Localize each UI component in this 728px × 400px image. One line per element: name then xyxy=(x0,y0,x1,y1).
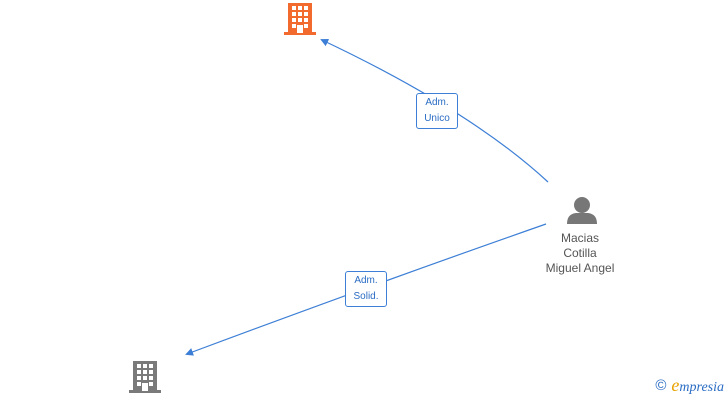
copyright-icon: © xyxy=(655,377,667,394)
edge-label-line: Unico xyxy=(424,113,450,124)
person-name-line: Cotilla xyxy=(563,246,597,260)
edge-label-line: Solid. xyxy=(353,291,379,302)
edge-label-adm-unico[interactable]: Adm. Unico xyxy=(416,93,458,129)
edge-label-line: Adm. xyxy=(354,275,378,286)
brand-watermark: © empresia xyxy=(655,375,724,396)
brand-logo: empresia xyxy=(671,375,724,396)
person-name-line: Miguel Angel xyxy=(545,261,615,275)
edge-label-line: Adm. xyxy=(425,97,449,108)
brand-logo-rest: mpresia xyxy=(679,380,724,395)
building-icon[interactable] xyxy=(129,361,161,393)
edge-label-adm-solid[interactable]: Adm. Solid. xyxy=(345,271,387,307)
person-name[interactable]: Macias Cotilla Miguel Angel xyxy=(530,231,630,276)
person-name-line: Macias xyxy=(560,231,599,245)
person-icon[interactable] xyxy=(567,197,597,224)
brand-logo-initial: e xyxy=(671,375,680,395)
building-icon[interactable] xyxy=(284,3,316,35)
